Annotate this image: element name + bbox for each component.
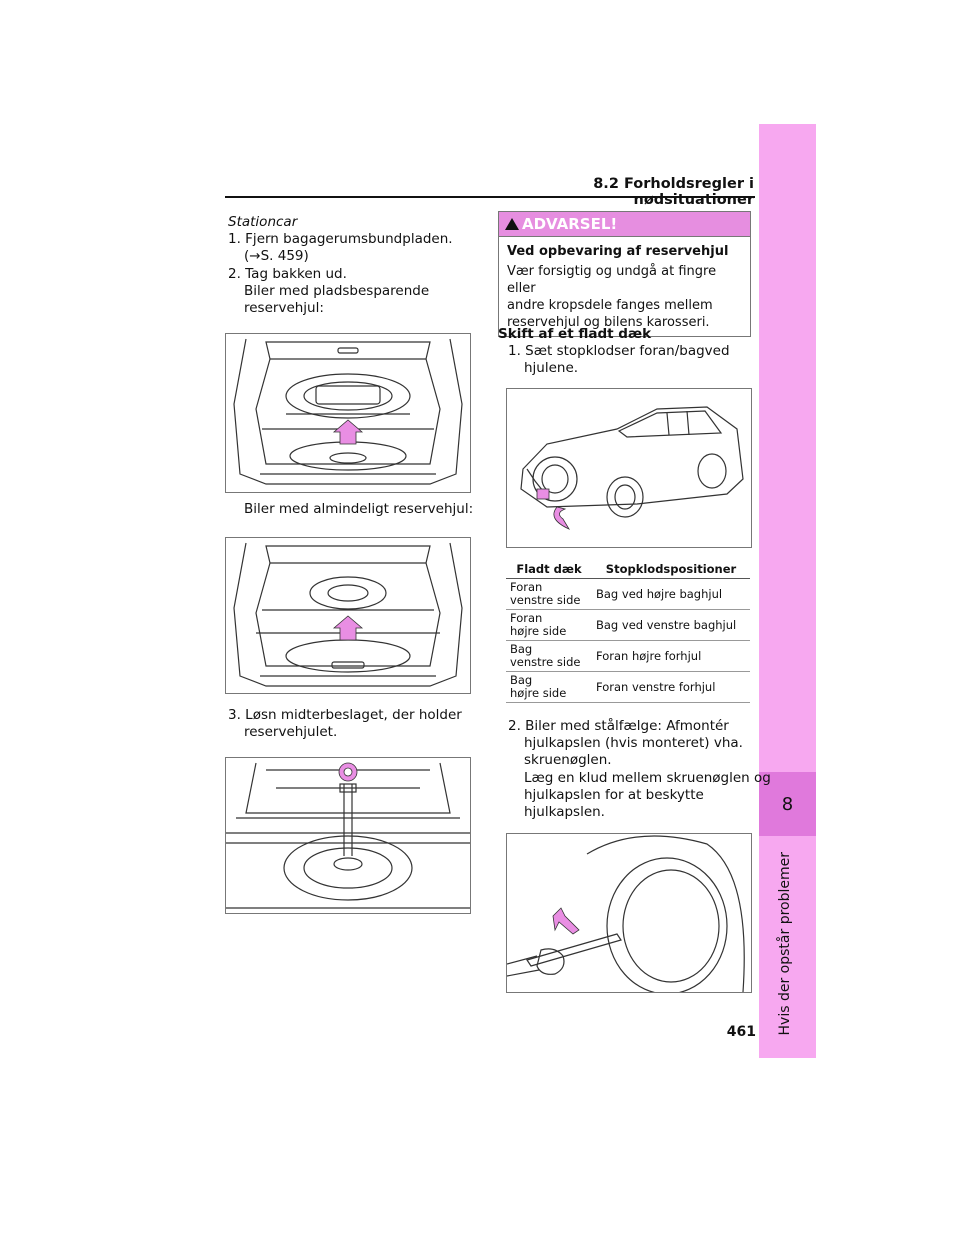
curved-arrow-icon [553, 506, 571, 530]
up-arrow-icon [332, 615, 364, 641]
table-cell-position: Bag ved venstre baghjul [592, 609, 750, 641]
chapter-title-vertical: Hvis der opstår problemer [777, 852, 799, 1035]
left-step-1-ref[interactable]: (→S. 459) [244, 248, 309, 264]
warning-body: Ved opbevaring af reservehjul Vær forsig… [499, 237, 750, 336]
warning-heading: ADVARSEL! [522, 215, 618, 233]
right-step-1a: 1. Sæt stopklodser foran/bagved [508, 343, 730, 359]
trunk-regular-spare-drawing [233, 542, 463, 687]
chapter-number: 8 [759, 772, 816, 836]
right-step-1b: hjulene. [524, 360, 579, 376]
left-note-2: Biler med almindeligt reservehjul: [244, 501, 474, 517]
up-arrow-icon [332, 419, 364, 445]
left-note-1a: Biler med pladsbesparende [244, 283, 430, 299]
chapter-title: Hvis der opstår problemer [777, 852, 793, 1036]
warning-triangle-icon [505, 218, 519, 230]
right-step-2a: 2. Biler med stålfælge: Afmontér [508, 718, 729, 734]
right-step-2b: hjulkapslen (hvis monteret) vha. [524, 735, 743, 751]
left-step-3b: reservehjulet. [244, 724, 338, 740]
right-note-c: hjulkapslen. [524, 804, 605, 820]
warning-title: Ved opbevaring af reservehjul [507, 244, 729, 259]
right-note-b: hjulkapslen for at beskytte [524, 787, 704, 803]
trunk-compact-spare-drawing [233, 338, 463, 485]
right-note-a: Læg en klud mellem skruenøglen og [524, 770, 771, 786]
left-step-1: 1. Fjern bagagerumsbundpladen. [228, 231, 453, 247]
left-note-1b: reservehjul: [244, 300, 324, 316]
table-cell-position: Foran højre forhjul [592, 640, 750, 672]
wheel-chock-icon [536, 488, 550, 500]
trunk-regular-spare-illustration [225, 537, 471, 694]
car-wheel-chocks-illustration [506, 388, 752, 548]
trunk-compact-spare-illustration [225, 333, 471, 493]
car-drawing [520, 406, 744, 530]
section-title: 8.2 Forholdsregler i nødsituationer [593, 176, 754, 208]
warning-header: ADVARSEL! [499, 212, 750, 237]
table-cell-position: Foran venstre forhjul [592, 671, 750, 703]
hubcap-drawing [507, 835, 745, 992]
page-number: 461 [726, 1024, 756, 1040]
spare-wheel-bracket-drawing [226, 762, 470, 909]
table-header-row: Fladt dæk Stopklodspositioner [506, 560, 750, 579]
table-cell-position: Bag ved højre baghjul [592, 578, 750, 610]
right-step-2c: skruenøglen. [524, 752, 612, 768]
warning-box: ADVARSEL! Ved opbevaring af reservehjul … [498, 211, 751, 337]
up-left-arrow-icon [552, 907, 580, 935]
section-heading-flat-tire: Skift af et fladt dæk [498, 326, 652, 342]
subtitle-stationcar: Stationcar [228, 214, 298, 230]
table-header-chock-position: Stopklodspositioner [592, 560, 750, 579]
warning-line-3: reservehjul og bilens karosseri. [507, 315, 710, 330]
chapter-side-tab [759, 124, 816, 1058]
warning-line-1: Vær forsigtig og undgå at fingre eller [507, 264, 717, 296]
left-step-3a: 3. Løsn midterbeslaget, der holder [228, 707, 462, 723]
table-header-flat-tire: Fladt dæk [506, 560, 592, 579]
spare-wheel-bracket-illustration [225, 757, 471, 914]
hubcap-removal-illustration [506, 833, 752, 993]
warning-line-2: andre kropsdele fanges mellem [507, 298, 713, 313]
header-rule [225, 196, 755, 198]
left-step-2: 2. Tag bakken ud. [228, 266, 347, 282]
